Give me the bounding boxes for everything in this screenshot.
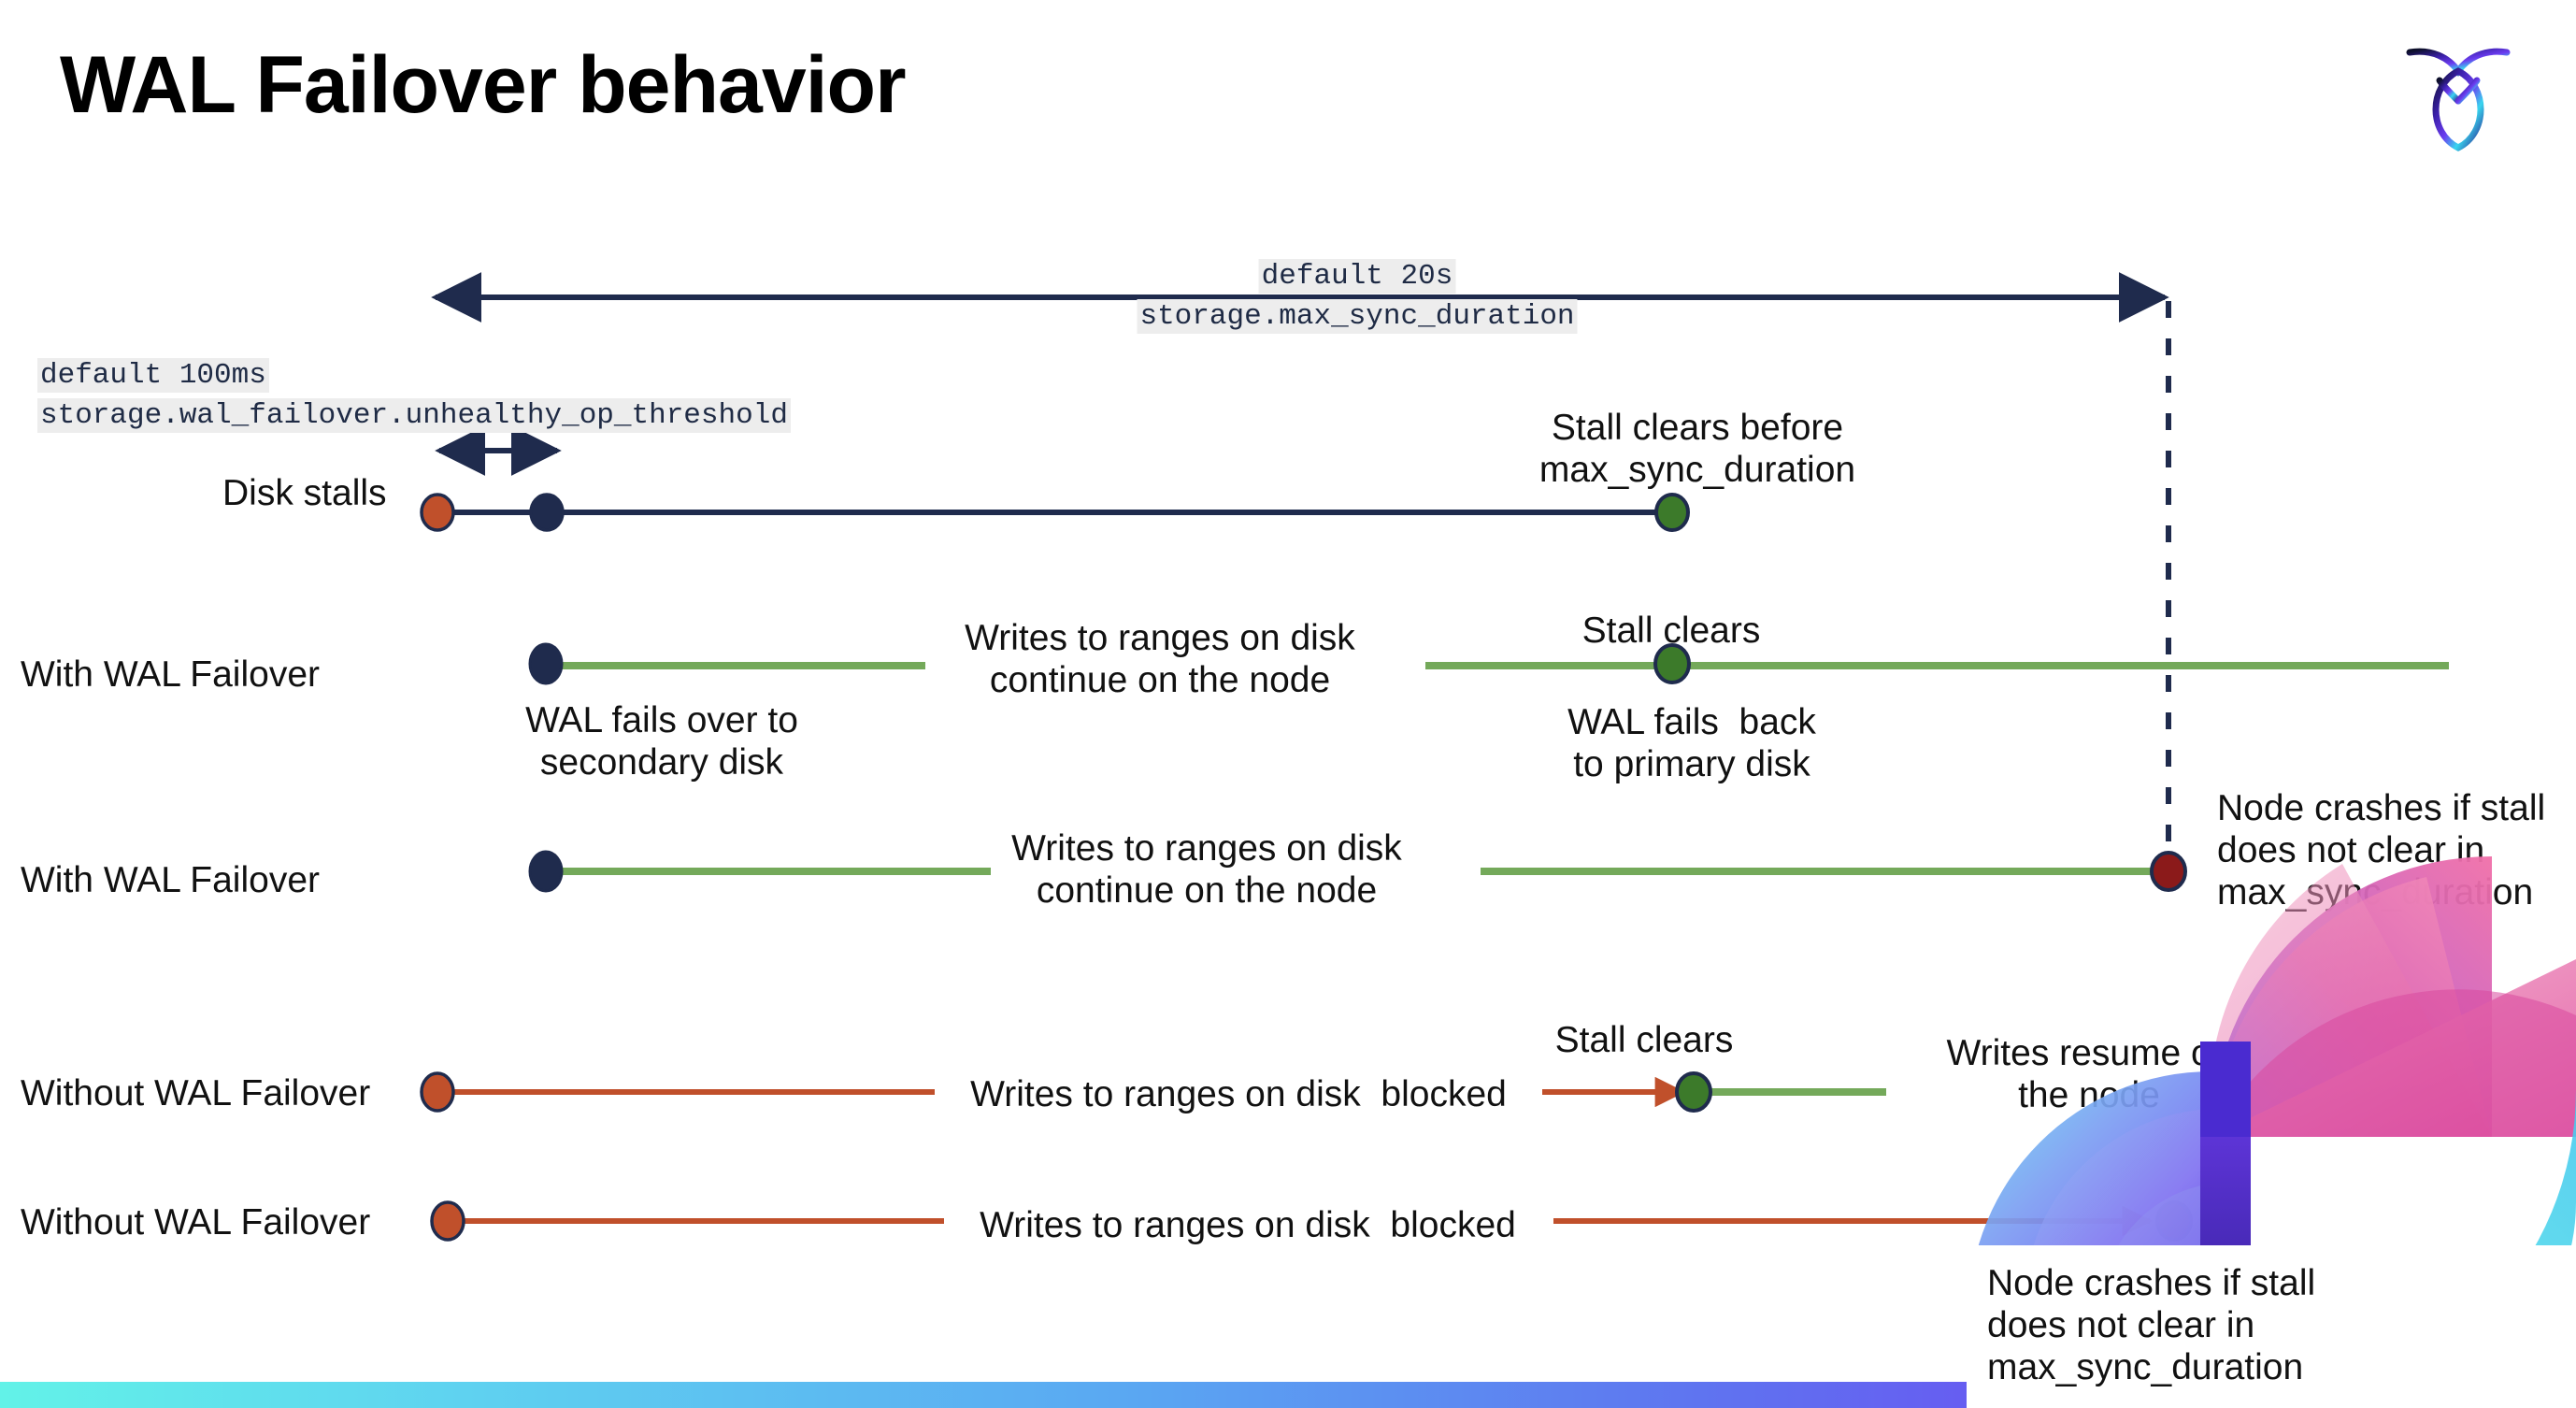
note-stall-clears-row2: Stall clears (1581, 611, 1761, 651)
note-node-crashes-row5: Node crashes if stall does not clear in … (1987, 1263, 2316, 1388)
disk-stalls-clear-dot (1654, 493, 1690, 532)
unhealthy-op-threshold-setting: storage.wal_failover.unhealthy_op_thresh… (37, 398, 791, 433)
note-wal-fails-over: WAL fails over to secondary disk (525, 700, 798, 783)
wal-failover-2-crash-dot (2150, 851, 2187, 892)
no-failover-1-start-dot (420, 1071, 455, 1113)
page-title: WAL Failover behavior (60, 40, 907, 130)
disk-stalls-threshold-dot (529, 493, 565, 532)
node-crash-callout-box: Node crashes if stall does not clear in … (1967, 1245, 2576, 1408)
unhealthy-op-threshold-default: default 100ms (37, 358, 269, 393)
row-label-with-wal-failover-2: With WAL Failover (21, 860, 320, 901)
note-writes-blocked-row4: Writes to ranges on disk blocked (970, 1074, 1507, 1114)
cockroach-labs-logo-icon (2393, 28, 2524, 159)
note-writes-blocked-row5: Writes to ranges on disk blocked (980, 1205, 1516, 1245)
note-writes-continue-row3: Writes to ranges on disk continue on the… (1011, 828, 1402, 912)
no-failover-2-start-dot (430, 1200, 465, 1242)
wal-failover-2-failover-dot (528, 850, 564, 893)
note-stall-clears-row4: Stall clears (1554, 1020, 1734, 1060)
no-failover-1-clear-dot (1675, 1071, 1712, 1113)
row-label-without-wal-failover-2: Without WAL Failover (21, 1202, 371, 1243)
max-sync-duration-setting: storage.max_sync_duration (1137, 299, 1578, 334)
max-sync-duration-default: default 20s (1258, 259, 1456, 294)
row-label-with-wal-failover-1: With WAL Failover (21, 654, 320, 696)
note-stall-clears-before-max-sync: Stall clears before max_sync_duration (1538, 408, 1856, 491)
wal-failover-1-clear-dot (1653, 643, 1691, 684)
row-label-without-wal-failover-1: Without WAL Failover (21, 1073, 371, 1114)
wal-failover-1-failover-dot (528, 642, 564, 685)
note-wal-fails-back: WAL fails back to primary disk (1567, 702, 1816, 785)
unhealthy-op-threshold-annotation: default 100ms storage.wal_failover.unhea… (37, 355, 791, 436)
row-label-disk-stalls: Disk stalls (222, 473, 387, 514)
max-sync-duration-annotation: default 20s storage.max_sync_duration (1137, 256, 1578, 337)
disk-stalls-start-dot (420, 493, 455, 532)
note-writes-continue-row2: Writes to ranges on disk continue on the… (965, 618, 1355, 701)
